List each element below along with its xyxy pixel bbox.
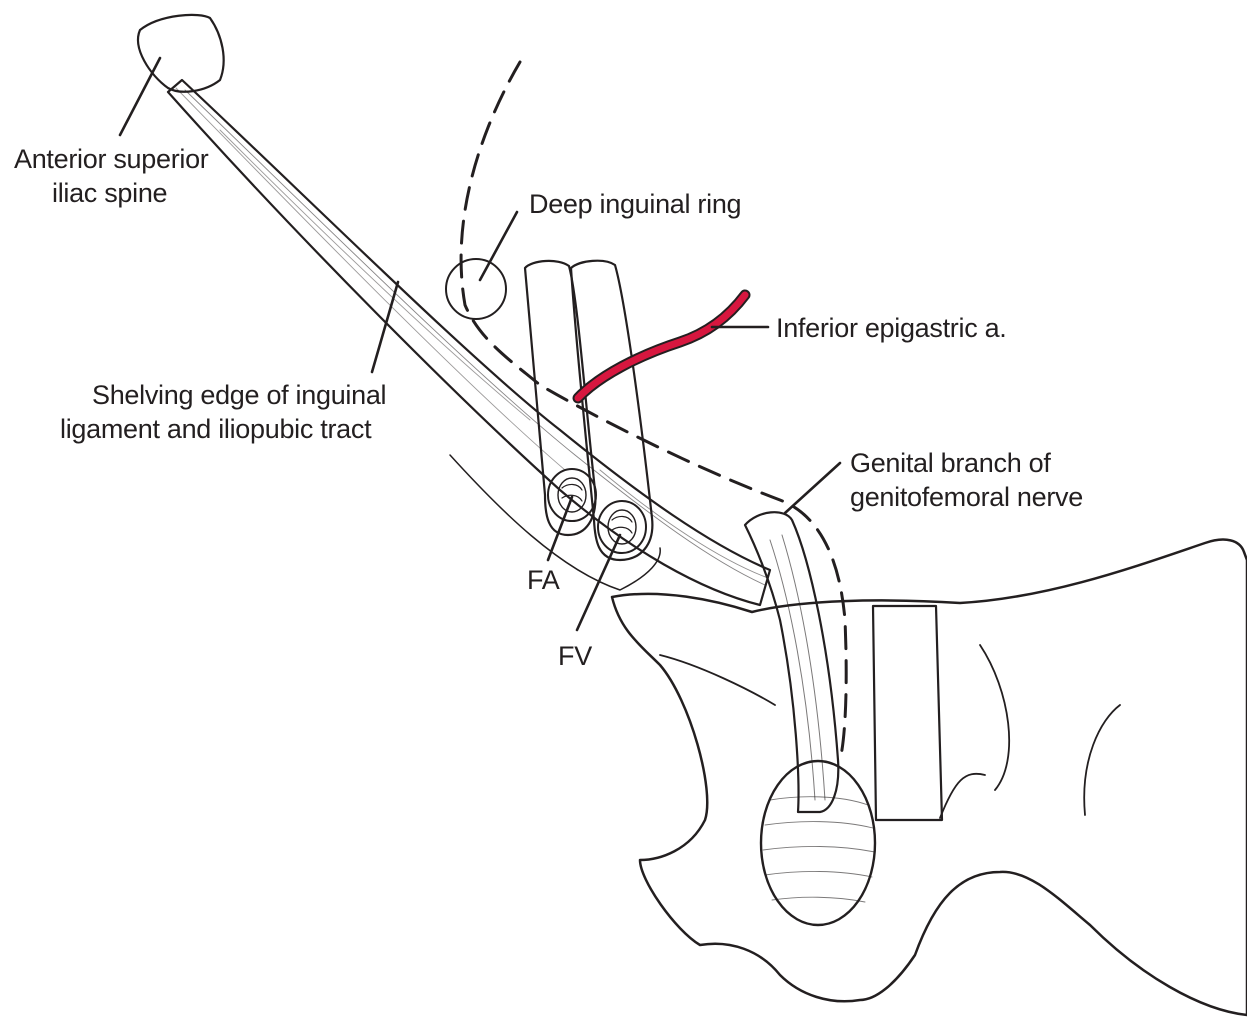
leader-shelving-edge [372,282,398,372]
leader-genital-branch [785,463,840,513]
deep-inguinal-ring-circle [446,259,506,319]
label-genital-branch: Genital branch of genitofemoral nerve [850,448,1083,512]
leader-fv [577,535,620,630]
spermatic-cord-band [873,606,942,820]
label-inferior-epigastric: Inferior epigastric a. [776,313,1007,343]
label-shelving-edge: Shelving edge of inguinal ligament and i… [60,380,393,444]
label-fv: FV [558,641,592,671]
label-asis: Anterior superior iliac spine [14,144,216,208]
pubic-bone [612,540,1247,1015]
testis [761,761,875,925]
label-deep-inguinal-ring: Deep inguinal ring [529,189,741,219]
genital-branch-nerve [745,512,838,812]
leader-asis [120,58,160,135]
label-fa: FA [527,565,560,595]
